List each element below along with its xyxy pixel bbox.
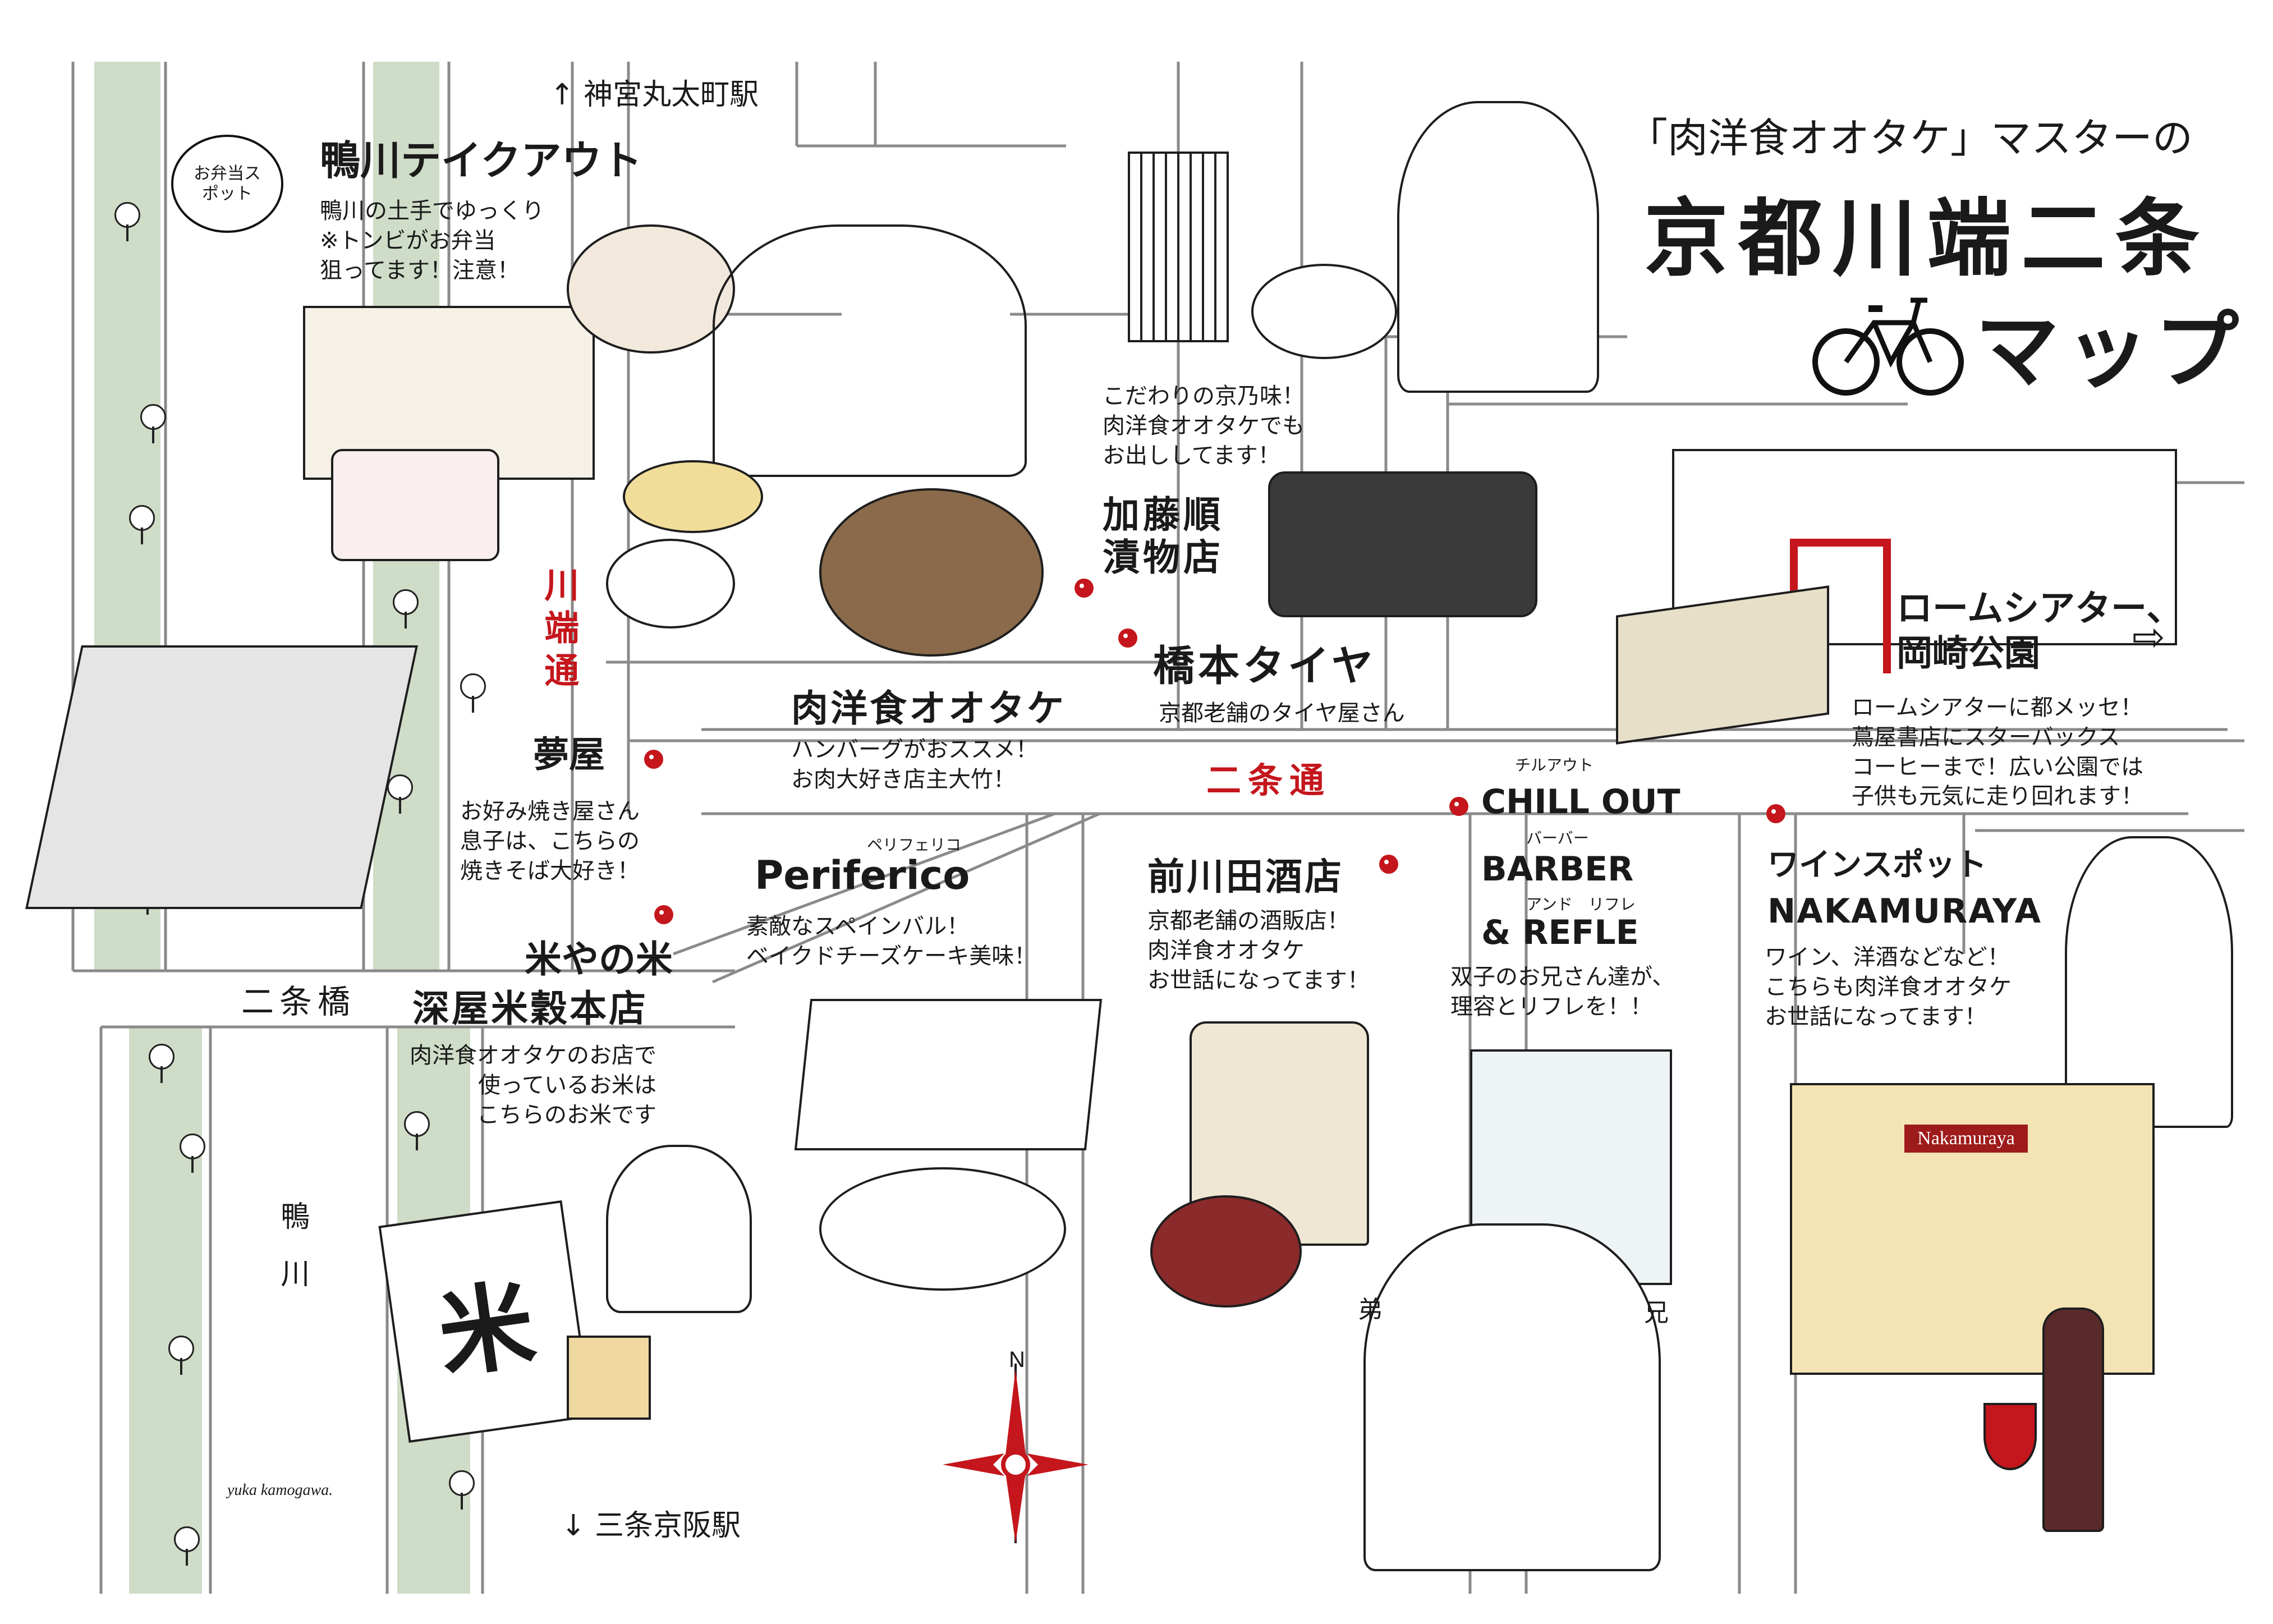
bicycle-icon — [1812, 297, 1964, 396]
spot-ootake-desc: ハンバーグがおススメ！ お肉大好き店主大竹！ — [791, 737, 1038, 792]
barber-twins-illustration — [1363, 1223, 1661, 1571]
spot-maekawada-desc: 京都老舗の酒販店！ 肉洋食オオタケ お世話になってます！ — [1147, 908, 1370, 993]
rice-measure-box-illustration — [567, 1336, 651, 1420]
tree-icon — [174, 1526, 200, 1566]
spot-chillout-ruby2: バーバー — [1526, 829, 1589, 847]
picnic-family-illustration — [331, 449, 499, 561]
spot-chillout-name1[interactable]: CHILL OUT — [1481, 782, 1680, 822]
wine-bottle-illustration — [2042, 1308, 2104, 1532]
spot-kamogawa-takeout-desc: 鴨川の土手でゆっくり ※トンビがお弁当 狙ってます！注意！ — [320, 198, 544, 283]
map-pin-icon[interactable] — [654, 905, 673, 924]
map-pin-icon[interactable] — [1766, 804, 1785, 823]
ootake-staff-illustration — [713, 224, 1027, 477]
spot-periferico-ruby: ペリフェリコ — [867, 836, 962, 854]
tree-icon — [387, 774, 413, 814]
map-title-sub: マップ — [1975, 302, 2245, 400]
compass-north-label: N — [1009, 1347, 1025, 1372]
omelette-plate-illustration — [623, 460, 763, 533]
curry-skillet-illustration — [819, 488, 1044, 657]
map-title: 京都川端二条 — [1644, 190, 2210, 288]
tree-icon — [140, 404, 166, 443]
compass-icon — [943, 1364, 1089, 1543]
map-pin-icon[interactable] — [1118, 629, 1137, 648]
river-kamogawa: 鴨川 — [275, 1201, 309, 1315]
artist-signature: yuka kamogawa. — [227, 1481, 333, 1499]
wine-glass-illustration — [1983, 1403, 2037, 1470]
bento-spot-badge: お弁当スポット — [171, 135, 283, 233]
tree-icon — [129, 505, 155, 544]
wine-shop-sign: Nakamuraya — [1904, 1125, 2028, 1153]
street-kawabata: 川端通 — [538, 567, 580, 695]
tree-icon — [180, 1134, 205, 1173]
tire-stack-illustration — [1268, 471, 1537, 617]
sake-bottles-illustration — [1190, 1021, 1369, 1246]
yakisoba-plate-illustration — [25, 645, 418, 909]
pickle-plate-illustration — [1251, 264, 1397, 359]
spot-yumeya-name[interactable]: 夢屋 — [533, 735, 605, 776]
spot-nakamuraya-desc: ワイン、洋酒などなど！ こちらも肉洋食オオタケ お世話になってます！ — [1765, 944, 2012, 1030]
rice-bowl-illustration — [606, 539, 735, 629]
arrow-right-icon: ⇨ — [2132, 614, 2165, 660]
map-pin-icon[interactable] — [1449, 797, 1468, 816]
rice-bag-text: 米 — [431, 1268, 542, 1392]
street-nijo: 二条通 — [1206, 760, 1331, 801]
river-bank-left-south — [129, 1027, 202, 1594]
tapas-plate-illustration — [794, 999, 1103, 1150]
spot-periferico-name[interactable]: Periferico — [755, 852, 970, 898]
spot-kato-name-display[interactable]: 加藤順漬物店 — [1103, 493, 1224, 579]
spot-chillout-ruby1: チルアウト — [1515, 756, 1594, 774]
rice-shop-owner-illustration — [606, 1145, 752, 1313]
spot-rohm-name[interactable]: ロームシアター、 岡崎公園 — [1897, 588, 2183, 675]
spot-nakamuraya-name2[interactable]: NAKAMURAYA — [1767, 892, 2042, 931]
spot-hashimoto-desc: 京都老舗のタイヤ屋さん — [1159, 700, 1405, 726]
map-pin-icon[interactable] — [644, 750, 663, 769]
takeout-bowl-illustration — [567, 224, 735, 354]
tree-icon — [393, 589, 419, 629]
station-south: ↓ 三条京阪駅 — [561, 1509, 741, 1543]
spot-nakamuraya-name1: ワインスポット — [1767, 847, 1987, 883]
barber-younger-label: 弟 — [1358, 1296, 1383, 1324]
spot-fukaya-desc: 肉洋食オオタケのお店で 使っているお米は こちらのお米です — [410, 1043, 656, 1128]
map-pin-icon[interactable] — [1074, 579, 1094, 598]
sake-cup-illustration — [1150, 1195, 1302, 1308]
spot-fukaya-name-top: 米やの米 — [525, 938, 673, 981]
spot-kamogawa-takeout-name: 鴨川テイクアウト — [320, 137, 642, 184]
spot-chillout-name3: & REFLE — [1481, 913, 1639, 952]
tree-icon — [114, 202, 140, 241]
spot-fukaya-name[interactable]: 深屋米穀本店 — [412, 987, 648, 1030]
spot-ootake-name[interactable]: 肉洋食オオタケ — [791, 687, 1066, 730]
barber-elder-label: 兄 — [1644, 1299, 1669, 1327]
spot-kato-desc: こだわりの京乃味！ 肉洋食オオタケでも お出ししてます！ — [1103, 383, 1305, 469]
rice-bag-illustration: 米 — [378, 1200, 593, 1443]
tree-icon — [149, 1044, 175, 1083]
spot-chillout-desc: 双子のお兄さん達が、 理容とリフレを！！ — [1450, 964, 1675, 1020]
station-north: ↑ 神宮丸太町駅 — [550, 78, 759, 112]
spot-periferico-desc: 素敵なスペインバル！ ベイクドチーズケーキ美味！ — [746, 914, 1037, 969]
street-nijo-bridge: 二条橋 — [241, 983, 356, 1021]
cheesecake-plate-illustration — [819, 1167, 1066, 1291]
kato-shop-illustration — [1128, 152, 1229, 342]
spot-rohm-desc: ロームシアターに都メッセ！ 蔦屋書店にスターバックス コーヒーまで！広い公園では… — [1852, 695, 2143, 810]
spot-chillout-ruby3: アンド リフレ — [1526, 895, 1636, 914]
tree-icon — [449, 1470, 475, 1510]
spot-yumeya-desc: お好み焼き屋さん 息子は、こちらの 焼きそば大好き！ — [460, 799, 640, 884]
tree-icon — [404, 1111, 430, 1150]
map-subtitle: 「肉洋食オオタケ」マスターの — [1627, 114, 2193, 162]
spot-maekawada-name[interactable]: 前川田酒店 — [1147, 855, 1344, 898]
tree-icon — [168, 1336, 194, 1375]
spot-chillout-name2: BARBER — [1481, 850, 1634, 889]
spot-hashimoto-name[interactable]: 橋本タイヤ — [1153, 642, 1376, 690]
shop-master-illustration — [1397, 101, 1599, 393]
map-pin-icon[interactable] — [1379, 855, 1398, 874]
tree-icon — [460, 673, 486, 713]
